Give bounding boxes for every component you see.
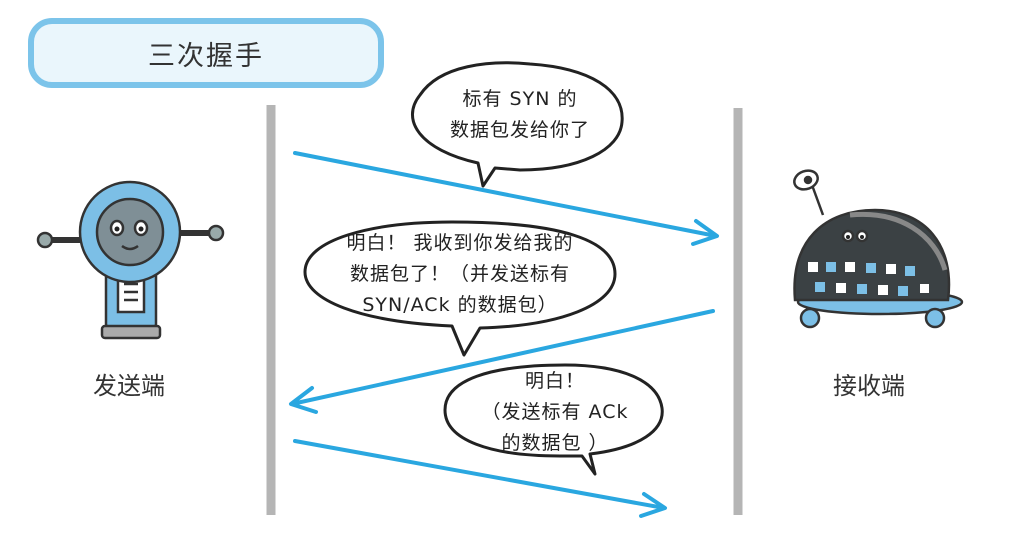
speech-bubble-syn-ack: [303, 220, 617, 357]
diagram-title: 三次握手: [148, 40, 264, 72]
bubble-text-ack: 明白！ （发送标有 ACk 的数据包 ）: [455, 366, 655, 459]
bubble-line: 数据包了！（并发送标有: [349, 263, 570, 285]
bubble-text-syn: 标有 SYN 的 数据包发给你了: [420, 84, 620, 146]
receiver-label: 接收端: [833, 372, 905, 400]
speech-bubble-ack: [443, 363, 664, 476]
bubble-line: 明白！: [524, 370, 585, 392]
bubble-line: SYN/ACk 的数据包）: [362, 294, 558, 316]
speech-bubble-syn: [410, 61, 624, 188]
title-box: 三次握手: [28, 18, 384, 88]
bubble-line: 标有 SYN 的: [462, 88, 578, 110]
bubble-line: 的数据包 ）: [501, 432, 609, 454]
bubble-text-syn-ack: 明白！ 我收到你发给我的 数据包了！（并发送标有 SYN/ACk 的数据包）: [310, 228, 610, 321]
ack-arrow: [293, 439, 667, 518]
bubble-line: 明白！ 我收到你发给我的: [346, 232, 574, 254]
syn-ack-arrow: [289, 309, 715, 414]
bubble-line: 数据包发给你了: [449, 119, 590, 141]
sender-label: 发送端: [93, 372, 165, 400]
bubble-line: （发送标有 ACk: [481, 401, 629, 423]
receiver-robot-icon: [793, 169, 964, 329]
sender-robot-icon: [36, 180, 225, 340]
syn-arrow: [293, 151, 719, 246]
